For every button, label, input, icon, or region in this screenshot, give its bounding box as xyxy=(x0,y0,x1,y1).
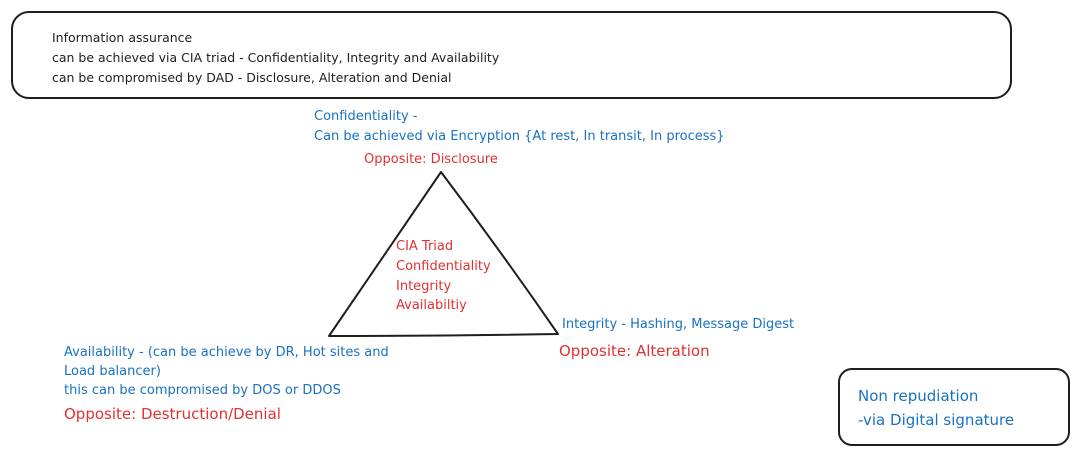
info-line-3: can be compromised by DAD - Disclosure, … xyxy=(52,70,452,85)
info-line-1: Information assurance xyxy=(52,30,193,45)
info-assurance-box xyxy=(11,11,1012,99)
non-repudiation-box xyxy=(838,368,1070,446)
integrity-detail: Integrity - Hashing, Message Digest xyxy=(562,317,795,332)
non-repudiation-title: Non repudiation xyxy=(858,387,979,405)
triangle-integrity: Integrity xyxy=(396,279,452,294)
availability-compromise: this can be compromised by DOS or DDOS xyxy=(64,383,341,398)
non-repudiation-detail: -via Digital signature xyxy=(858,411,1015,429)
availability-detail: Availability - (can be achieve by DR, Ho… xyxy=(64,345,389,360)
info-line-2: can be achieved via CIA triad - Confiden… xyxy=(52,50,500,65)
triangle-title: CIA Triad xyxy=(396,239,454,254)
integrity-opposite: Opposite: Alteration xyxy=(559,342,710,360)
triangle-confidentiality: Confidentiality xyxy=(396,259,491,274)
availability-detail-cont: Load balancer) xyxy=(64,364,161,379)
confidentiality-title: Confidentiality - xyxy=(314,109,418,124)
confidentiality-detail: Can be achieved via Encryption {At rest,… xyxy=(314,129,725,144)
triangle-availability: Availabiltiy xyxy=(396,298,467,313)
confidentiality-opposite: Opposite: Disclosure xyxy=(364,152,498,167)
availability-opposite: Opposite: Destruction/Denial xyxy=(64,405,281,423)
